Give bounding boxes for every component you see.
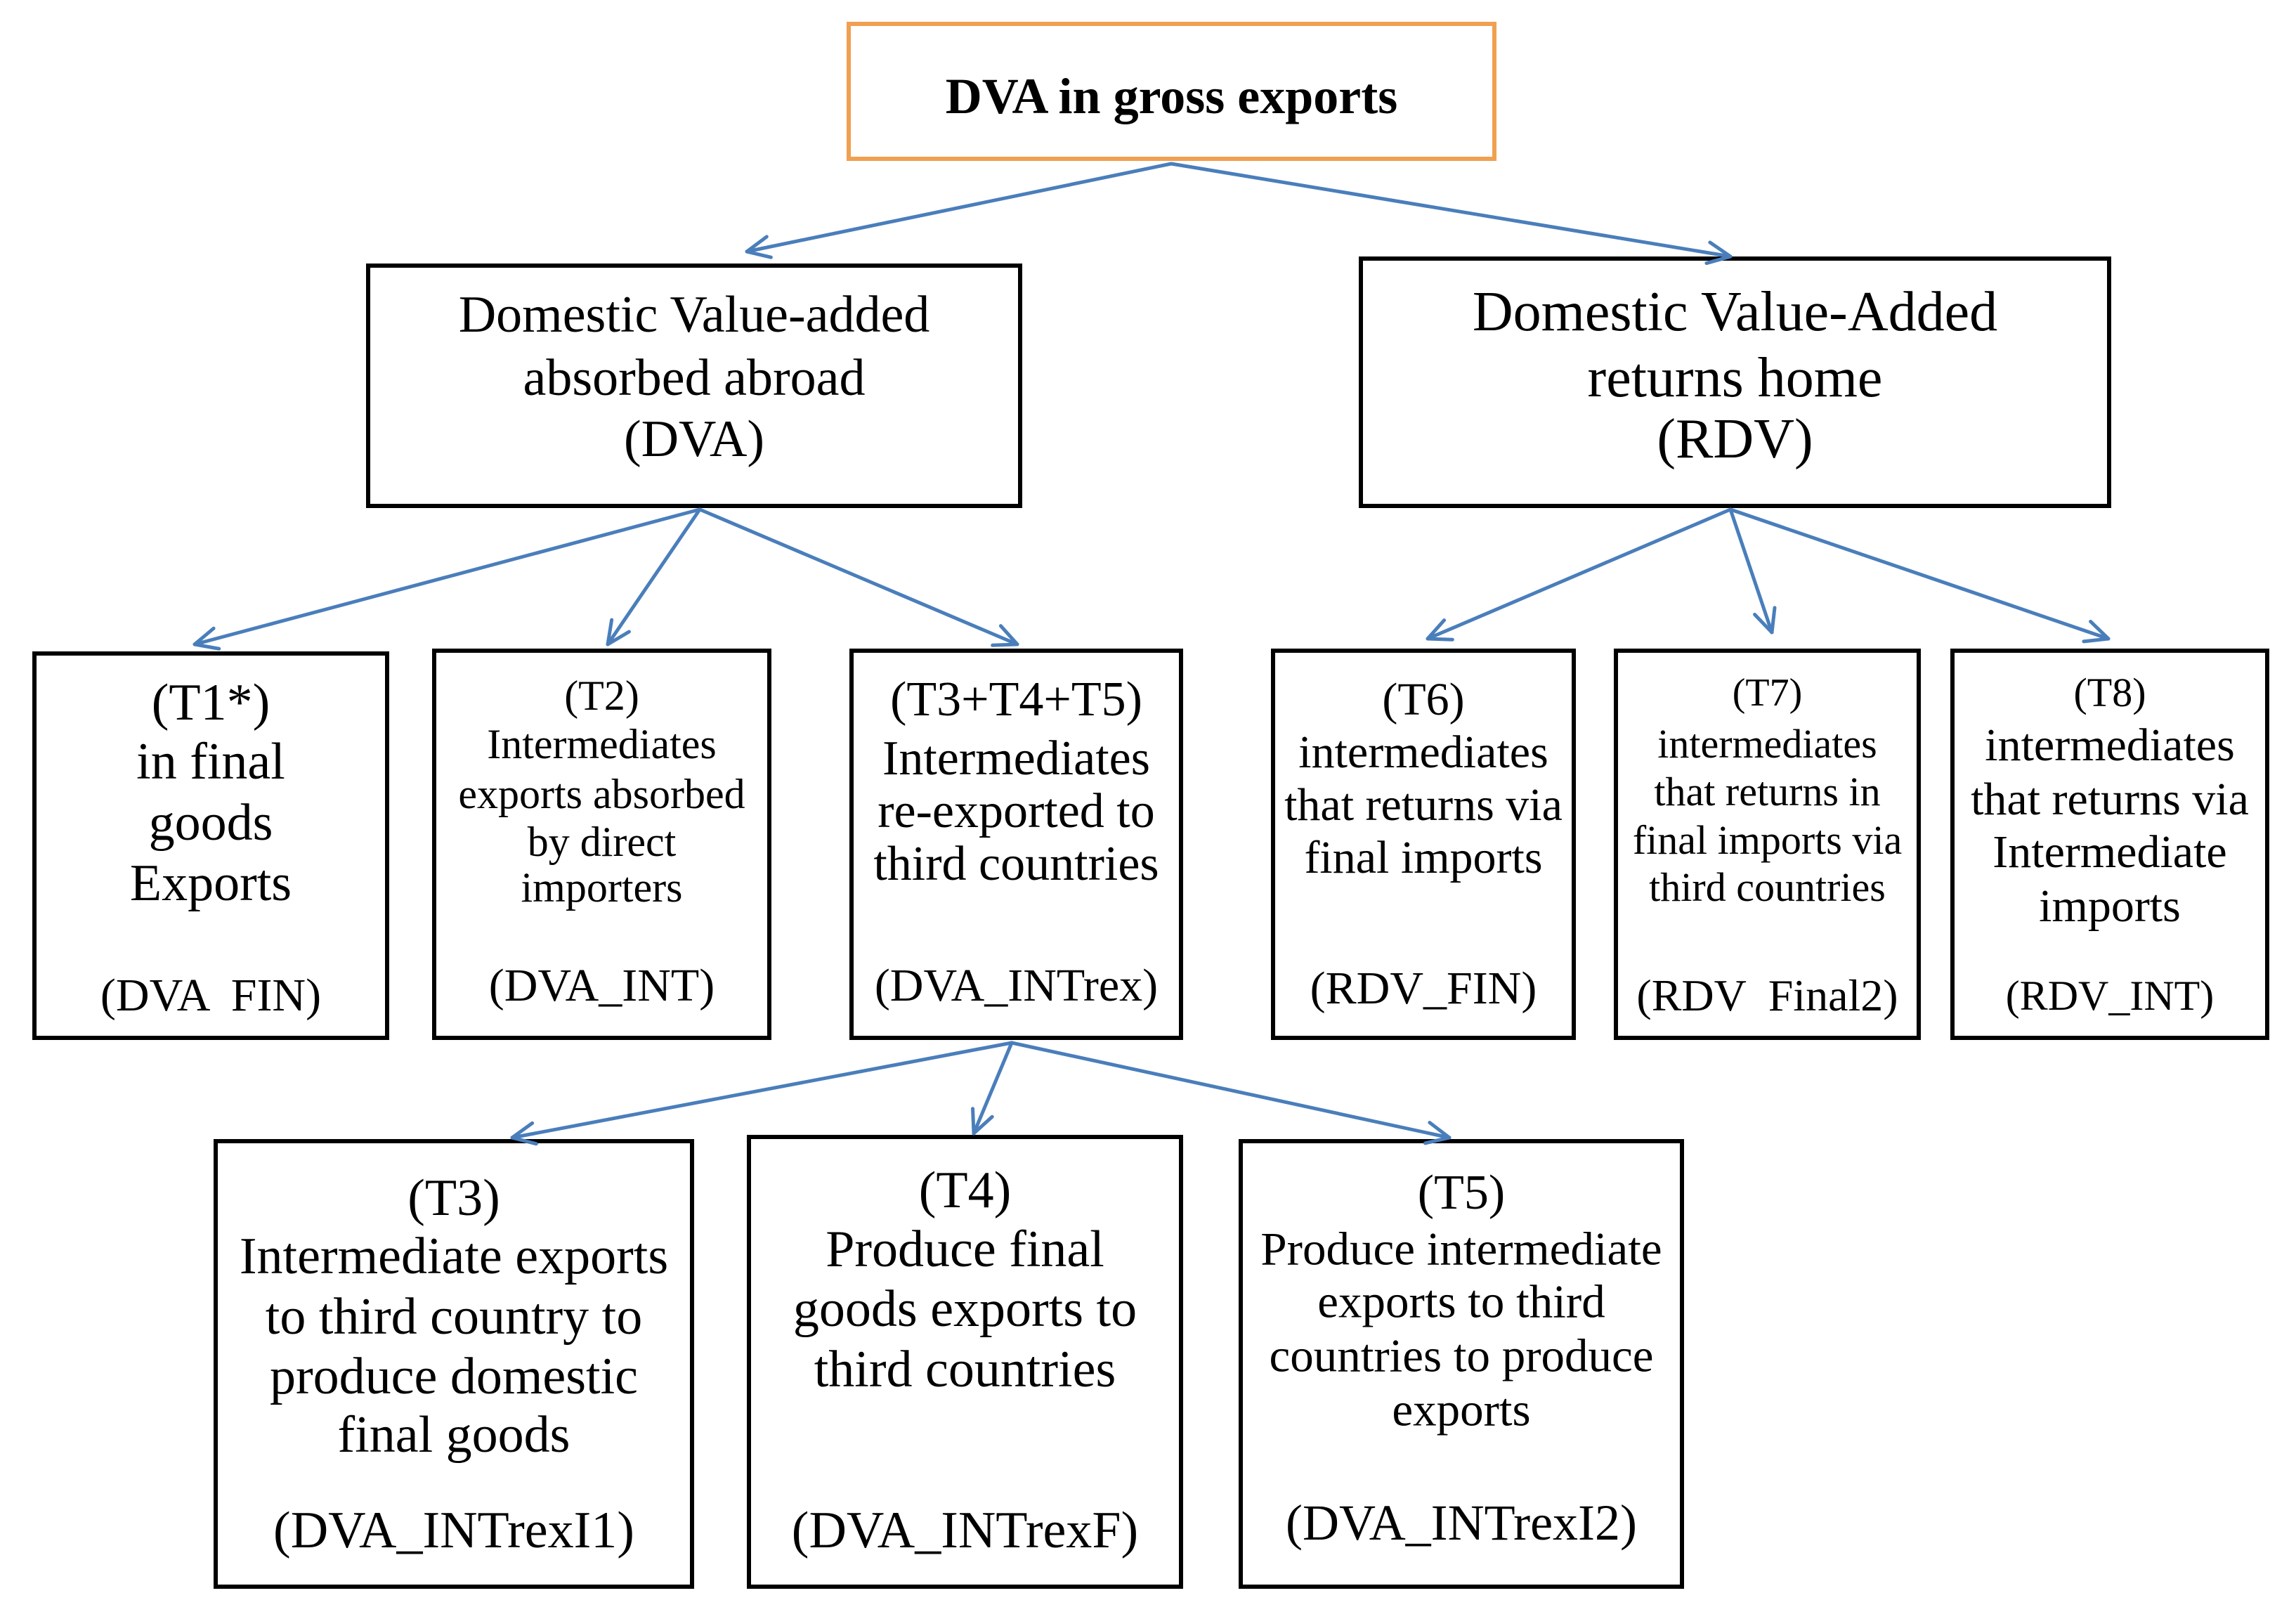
t1-term-label: (T1*) [151,674,270,732]
t2-box: (T2) Intermediates exports absorbed by d… [432,649,771,1040]
t8-indicator-code: (RDV_INT) [2005,973,2215,1019]
rdv-title-line: returns home [1587,347,1883,409]
t6-indicator-code: (RDV_FIN) [1310,963,1537,1014]
t345-box: (T3+T4+T5) Intermediates re-exported to … [849,649,1183,1040]
t2-description-line: by direct [527,819,677,865]
t5-indicator-code: (DVA_INTrexI2) [1286,1495,1637,1551]
t1-description-line: in final [136,733,285,791]
t8-description-line: Intermediate [1992,826,2227,878]
t6-box: (T6) intermediates that returns via fina… [1271,649,1576,1040]
t4-description-line: Produce final [826,1221,1104,1278]
t4-box: (T4) Produce final goods exports to thir… [747,1135,1183,1589]
t7-term-label: (T7) [1732,671,1803,715]
t5-term-label: (T5) [1417,1166,1506,1220]
t5-box: (T5) Produce intermediate exports to thi… [1239,1139,1684,1589]
t3-description-line: produce domestic [270,1348,638,1405]
t2-description-line: importers [521,864,683,911]
t2-description-line: exports absorbed [458,771,745,817]
t345-description-line: Intermediates [882,732,1150,786]
t2-indicator-code: (DVA_INT) [488,960,715,1011]
t5-description-line: countries to produce [1269,1329,1654,1382]
t4-indicator-code: (DVA_INTrexF) [791,1502,1139,1559]
t7-box: (T7) intermediates that returns in final… [1614,649,1921,1040]
t7-description-line: final imports via [1632,817,1903,863]
t7-description-line: that returns in [1654,769,1881,814]
dva-title-line: absorbed abroad [523,349,866,407]
t3-term-label: (T3) [407,1169,500,1227]
dva-title-line: Domestic Value-added [458,286,930,344]
dva-box: Domestic Value-added absorbed abroad (DV… [366,264,1022,508]
t345-description-line: re-exported to [878,784,1155,838]
arrow-dva-to-t2 [608,507,702,644]
t3-box: (T3) Intermediate exports to third count… [214,1139,694,1589]
t6-description-line: intermediates [1298,727,1548,778]
t1-box: (T1*) in final goods Exports (DVA FIN) [32,651,389,1040]
t4-term-label: (T4) [918,1162,1012,1219]
t345-term-label: (T3+T4+T5) [890,672,1142,727]
t1-description-line: goods [148,794,273,852]
root-title: DVA in gross exports [945,68,1398,124]
rdv-title-line: Domestic Value-Added [1472,281,1998,343]
t7-indicator-code: (RDV Final2) [1636,970,1898,1020]
t7-description-line: intermediates [1657,721,1877,767]
t6-term-label: (T6) [1382,674,1465,725]
t8-description-line: that returns via [1971,774,2249,825]
t6-description-line: final imports [1304,832,1543,883]
arrow-dva-to-t345 [698,507,1017,644]
t7-description-line: third countries [1649,864,1886,910]
arrow-t345-to-t5 [1010,1041,1449,1138]
arrow-t345-to-t3 [512,1041,1014,1138]
t6-description-line: that returns via [1284,779,1563,831]
t5-description-line: exports to third [1317,1275,1605,1328]
t3-description-line: final goods [337,1406,570,1464]
arrow-t345-to-t4 [974,1041,1014,1133]
arrow-rdv-to-t7 [1728,507,1772,632]
t3-indicator-code: (DVA_INTrexI1) [273,1502,634,1559]
arrow-root-to-dva [747,162,1173,252]
arrow-dva-to-t1 [195,507,702,644]
t345-description-line: third countries [873,837,1159,891]
t2-term-label: (T2) [564,672,639,719]
rdv-box: Domestic Value-Added returns home (RDV) [1359,256,2111,508]
t8-box: (T8) intermediates that returns via Inte… [1950,649,2269,1040]
t8-description-line: intermediates [1985,720,2235,771]
rdv-abbreviation: (RDV) [1657,408,1813,470]
t3-description-line: Intermediate exports [239,1228,669,1285]
t5-description-line: Produce intermediate [1260,1223,1662,1275]
t1-description-line: Exports [129,854,292,912]
arrow-rdv-to-t6 [1428,507,1733,639]
dva-abbreviation: (DVA) [623,410,765,468]
arrow-rdv-to-t8 [1728,507,2108,639]
root-box: DVA in gross exports [847,22,1496,161]
t1-indicator-code: (DVA FIN) [100,970,322,1021]
t2-description-line: Intermediates [487,721,717,767]
t8-description-line: imports [2039,880,2181,932]
t4-description-line: goods exports to [792,1280,1137,1338]
t3-description-line: to third country to [265,1288,643,1346]
t345-indicator-code: (DVA_INTrex) [874,960,1159,1011]
t8-term-label: (T8) [2073,670,2146,715]
arrow-root-to-rdv [1169,162,1730,256]
t4-description-line: third countries [814,1341,1116,1398]
t5-description-line: exports [1392,1384,1531,1436]
